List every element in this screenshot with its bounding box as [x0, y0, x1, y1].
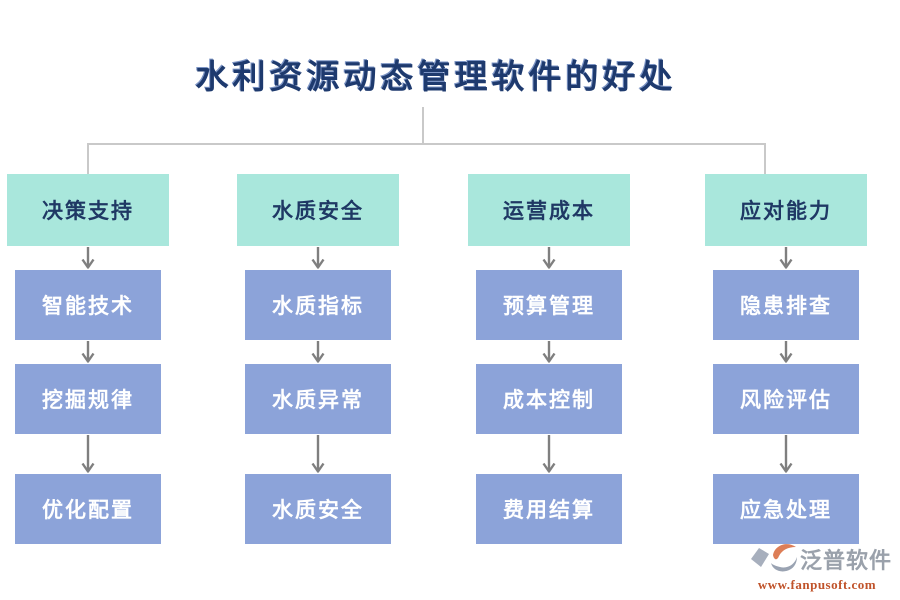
logo-diamond-icon [750, 548, 769, 567]
header-box: 水质安全 [237, 174, 399, 246]
item-box: 优化配置 [15, 474, 161, 544]
arrow-down-icon [81, 341, 95, 363]
logo-swoosh-icon [772, 544, 796, 560]
arrow-down-icon [81, 435, 95, 473]
flow-column-2: 水质安全 水质指标 水质异常 水质安全 [237, 174, 399, 544]
fanpu-logo-icon [750, 544, 797, 572]
arrow-down-icon [542, 341, 556, 363]
page-title: 水利资源动态管理软件的好处 [195, 60, 677, 96]
header-box: 应对能力 [705, 174, 867, 246]
arrow-down-icon [311, 341, 325, 363]
arrow-down-icon [542, 247, 556, 269]
flow-column-3: 运营成本 预算管理 成本控制 费用结算 [468, 174, 630, 544]
item-box: 智能技术 [15, 270, 161, 340]
header-box: 决策支持 [7, 174, 169, 246]
arrow-down-icon [779, 341, 793, 363]
connector-drop-right [764, 144, 766, 174]
arrow-down-icon [311, 247, 325, 269]
item-box: 风险评估 [713, 364, 859, 434]
item-box: 挖掘规律 [15, 364, 161, 434]
fanpu-watermark: 泛普软件 www.fanpusoft.com [742, 539, 892, 593]
item-box: 隐患排查 [713, 270, 859, 340]
item-box: 水质安全 [245, 474, 391, 544]
logo-crescent-icon [770, 557, 797, 572]
item-box: 费用结算 [476, 474, 622, 544]
arrow-down-icon [81, 247, 95, 269]
item-box: 水质异常 [245, 364, 391, 434]
brand-url: www.fanpusoft.com [757, 577, 877, 592]
arrow-down-icon [311, 435, 325, 473]
item-box: 成本控制 [476, 364, 622, 434]
header-box: 运营成本 [468, 174, 630, 246]
arrow-down-icon [542, 435, 556, 473]
arrow-down-icon [779, 435, 793, 473]
arrow-down-icon [779, 247, 793, 269]
connector-crossbar [87, 143, 766, 145]
flow-column-4: 应对能力 隐患排查 风险评估 应急处理 [705, 174, 867, 544]
connector-stem [422, 107, 424, 144]
item-box: 预算管理 [476, 270, 622, 340]
connector-drop-left [87, 144, 89, 174]
flow-column-1: 决策支持 智能技术 挖掘规律 优化配置 [7, 174, 169, 544]
brand-name: 泛普软件 [799, 548, 892, 573]
item-box: 水质指标 [245, 270, 391, 340]
item-box: 应急处理 [713, 474, 859, 544]
